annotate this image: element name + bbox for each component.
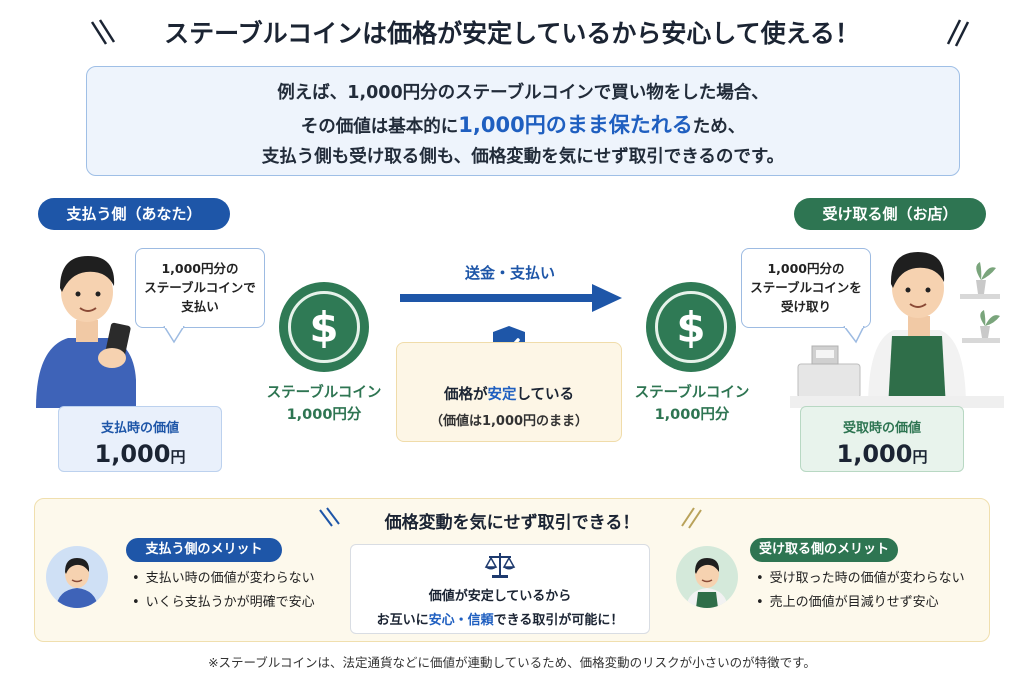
dollar-icon: $ [655,291,727,363]
payer-person-illustration [36,256,136,408]
receiver-benefit-item: 受け取った時の価値が変わらない [756,568,965,590]
bubble-tail-icon [163,326,185,344]
coin-left-label: ステーブルコイン 1,000円分 [244,382,404,426]
stable-line-1-post: している [516,387,575,403]
mutual-line-2-pre: お互いに [376,613,429,628]
intro-highlight: 1,000円のまま保たれる [458,113,693,137]
receiver-bubble-line: 1,000円分の [767,261,845,276]
receiver-avatar [676,546,738,608]
person-icon [686,558,728,608]
payer-bubble-line: ステーブルコインで [144,280,256,295]
coin-left-amount: 1,000円分 [286,407,362,423]
transfer-arrow-icon [400,284,622,312]
mutual-separator: ・ [454,613,468,628]
payer-benefit-item: いくら支払うかが明確で安心 [132,592,315,614]
receiver-bubble-line: 受け取り [780,299,831,314]
payer-value-box: 支払時の価値 1,000円 [58,406,222,472]
mutual-trust-box: 価値が安定しているから お互いに安心・信頼できる取引が可能に！ [350,544,650,634]
stable-highlight: 安定 [487,387,517,403]
stable-line-1-pre: 価格が [443,387,488,403]
person-icon [56,558,98,608]
payer-bubble-line: 支払い [181,299,219,314]
receiver-speech-bubble: 1,000円分の ステーブルコインを 受け取り [741,248,871,328]
payer-benefits-pill: 支払う側のメリット [126,538,282,562]
receiver-value-unit: 円 [912,448,928,466]
transfer-label: 送金・支払い [464,264,555,282]
receiver-value-label: 受取時の価値 [842,421,921,436]
stable-line-1: 価格が安定している [397,383,621,404]
mutual-line-1: 価値が安定しているから [428,589,572,604]
footnote: ※ステーブルコインは、法定通貨などに価値が連動しているため、価格変動のリスクが小… [208,655,816,670]
coin-right-amount: 1,000円分 [654,407,730,423]
decorative-slash-icon [946,19,970,47]
receiver-benefit-item: 売上の価値が目減りせず安心 [756,592,939,614]
payer-value-label: 支払時の価値 [100,421,179,436]
receiver-bubble-line: ステーブルコインを [750,280,862,295]
coin-right-label: ステーブルコイン 1,000円分 [612,382,772,426]
payer-pill: 支払う側（あなた） [38,198,230,230]
intro-line-1: 例えば、1,000円分のステーブルコインで買い物をした場合、 [277,83,769,103]
mutual-line-2-post: できる取引が可能に！ [493,613,624,628]
stablecoin-right-icon: $ [646,282,736,372]
payer-bubble-line: 1,000円分の [161,261,239,276]
bubble-tail-icon [843,326,865,344]
receiver-pill: 受け取る側（お店） [794,198,986,230]
receiver-value-box: 受取時の価値 1,000円 [800,406,964,472]
payer-benefit-item: 支払い時の価値が変わらない [132,568,315,590]
intro-line-3: 支払う側も受け取る側も、価格変動を気にせず取引できるのです。 [261,147,785,167]
balance-scale-icon [484,553,516,578]
intro-line-2-post: ため、 [692,117,746,137]
payer-avatar [46,546,108,608]
receiver-benefits-pill: 受け取る側のメリット [750,538,898,562]
coin-right-name: ステーブルコイン [634,385,750,401]
receiver-value-number: 1,000 [836,440,913,468]
mutual-line-2: お互いに安心・信頼できる取引が可能に！ [351,609,649,628]
payer-value-number: 1,000 [94,440,171,468]
page-title: ステーブルコインは価格が安定しているから安心して使える！ [164,19,860,48]
stable-line-2: （価値は1,000円のまま） [429,414,589,429]
payer-value-amount: 1,000円 [59,440,221,468]
decorative-slash-icon [90,19,116,45]
intro-box: 例えば、1,000円分のステーブルコインで買い物をした場合、 その価値は基本的に… [86,66,960,176]
receiver-value-amount: 1,000円 [801,440,963,468]
coin-left-name: ステーブルコイン [266,385,382,401]
intro-line-2: その価値は基本的に1,000円のまま保たれるため、 [87,109,959,139]
price-stable-box: 価格が安定している （価値は1,000円のまま） [396,342,622,442]
decorative-slash-icon [319,507,340,527]
intro-line-2-pre: その価値は基本的に [300,117,459,137]
benefits-heading: 価格変動を気にせず取引できる！ [384,513,640,533]
mutual-highlight-trust: 信頼 [467,613,494,628]
dollar-icon: $ [288,291,360,363]
mutual-highlight-safe: 安心 [428,613,455,628]
payer-value-unit: 円 [170,448,186,466]
decorative-slash-icon [681,507,702,529]
shop-clerk-illustration [790,252,1004,408]
stablecoin-left-icon: $ [279,282,369,372]
payer-speech-bubble: 1,000円分の ステーブルコインで 支払い [135,248,265,328]
